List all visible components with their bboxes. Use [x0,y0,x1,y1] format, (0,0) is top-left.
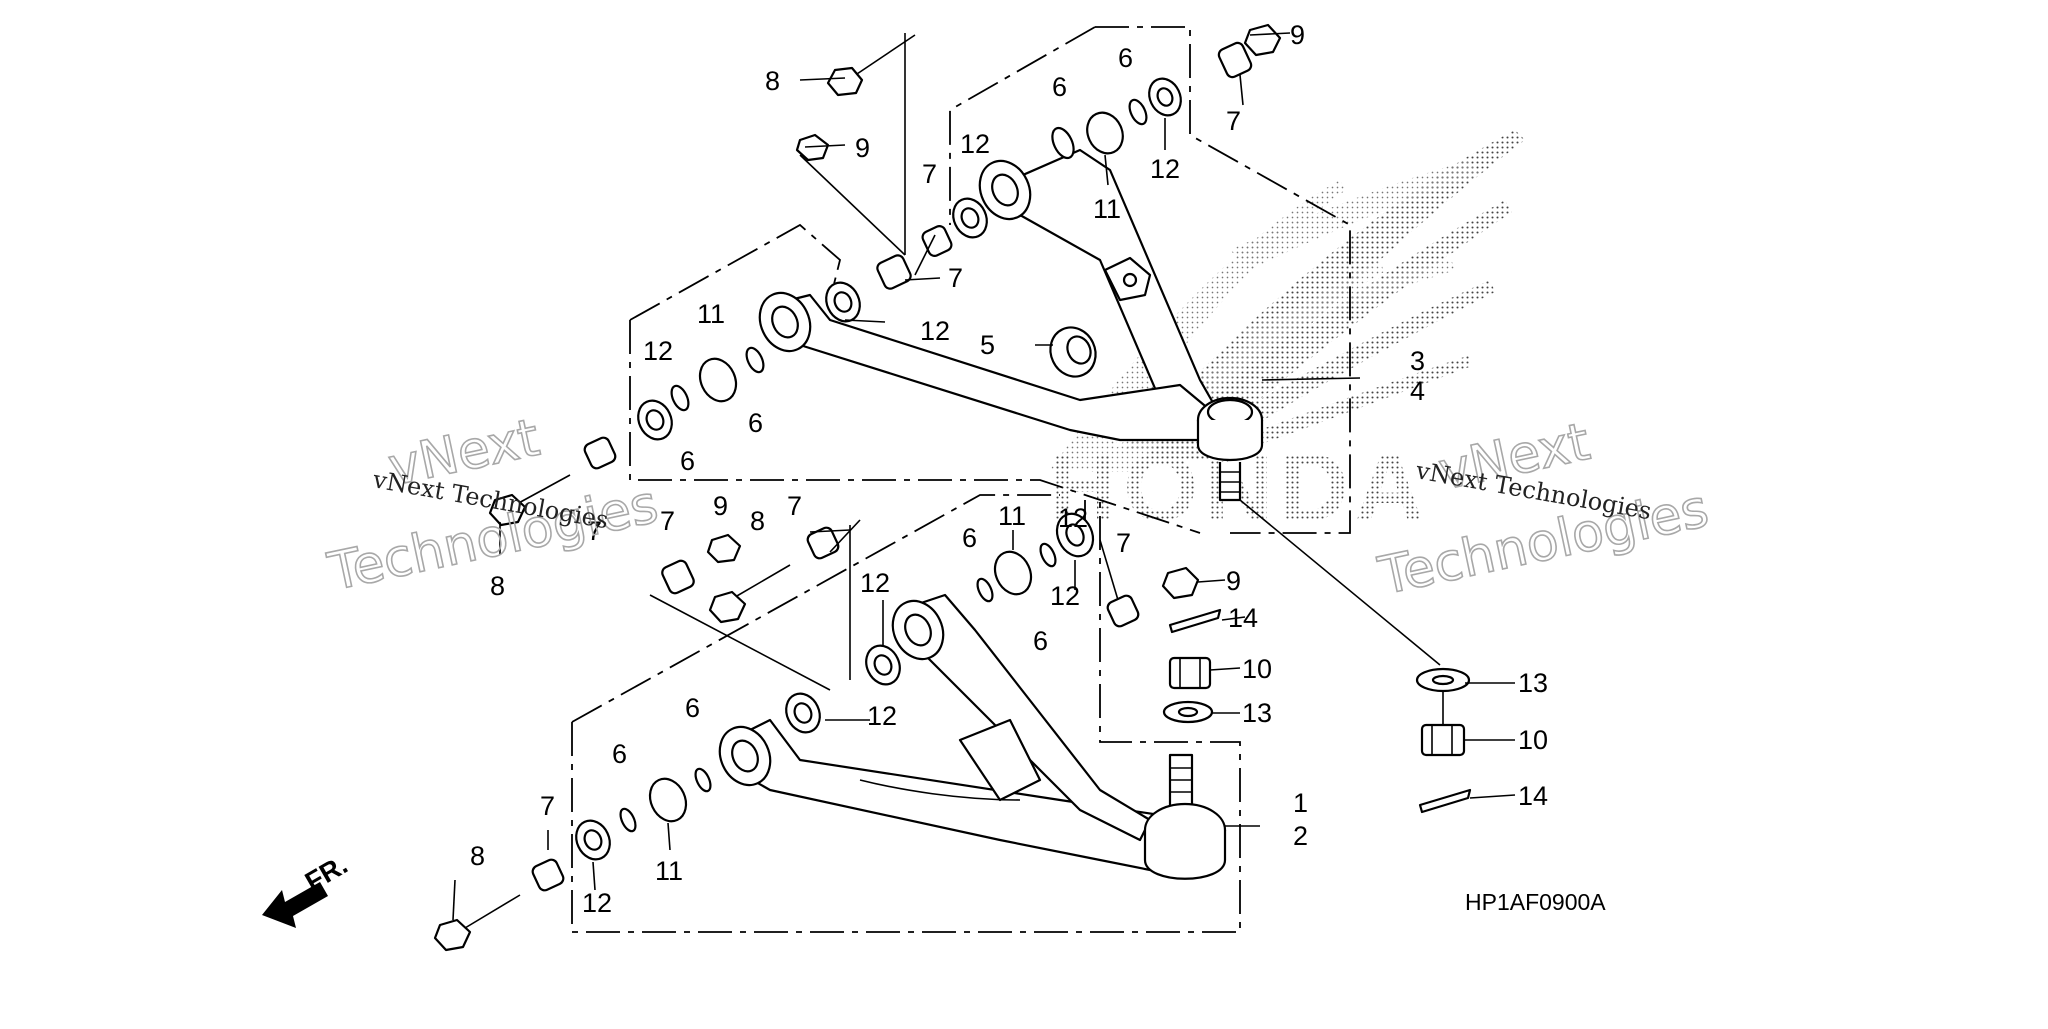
callout-6: 6 [612,739,627,769]
callout-3: 3 [1410,346,1425,376]
leader-lines [452,32,1516,921]
callout-12: 12 [1150,154,1180,184]
callout-9: 9 [713,491,728,521]
callout-12: 12 [1050,581,1080,611]
callout-10: 10 [1242,654,1272,684]
callout-7: 7 [587,516,602,546]
callout-8: 8 [765,66,780,96]
callout-6: 6 [1118,43,1133,73]
callout-6: 6 [962,523,977,553]
callout-9: 9 [1226,566,1241,596]
callout-6: 6 [1052,72,1067,102]
callout-11: 11 [697,299,725,329]
hardware-parts [433,23,1472,952]
callout-7: 7 [948,263,963,293]
part-code: HP1AF0900A [1465,889,1606,915]
callout-labels: 9 7 12 11 6 6 12 7 8 9 7 12 5 11 12 6 6 … [470,20,1548,918]
callout-7: 7 [787,491,802,521]
callout-8: 8 [470,841,485,871]
callout-14: 14 [1518,781,1548,811]
callout-7: 7 [540,791,555,821]
callout-5: 5 [980,330,995,360]
callout-12: 12 [920,316,950,346]
callout-9: 9 [1290,20,1305,50]
callout-6: 6 [748,408,763,438]
front-direction-arrow-icon: FR. [262,849,353,928]
callout-14: 14 [1228,603,1258,633]
upper-ball-joint [1196,396,1264,502]
callout-12: 12 [867,701,897,731]
callout-8: 8 [490,571,505,601]
callout-12: 12 [960,129,990,159]
callout-6: 6 [680,446,695,476]
callout-7: 7 [660,506,675,536]
callout-4: 4 [1410,376,1425,406]
callout-11: 11 [998,501,1026,531]
callout-7: 7 [922,159,937,189]
callout-11: 11 [655,856,683,886]
callout-6: 6 [1033,626,1048,656]
callout-7: 7 [1116,528,1131,558]
callout-9: 9 [855,133,870,163]
upper-arm-rear [978,148,1222,442]
callout-1: 1 [1293,788,1308,818]
callout-12: 12 [860,568,890,598]
callout-13: 13 [1242,698,1272,728]
callout-12: 12 [1058,503,1088,533]
callout-13: 13 [1518,668,1548,698]
callout-12: 12 [643,336,673,366]
lower-arm [718,593,1182,872]
callout-12: 12 [582,888,612,918]
callout-11: 11 [1093,194,1121,224]
callout-7: 7 [1226,106,1241,136]
callout-8: 8 [750,506,765,536]
callout-10: 10 [1518,725,1548,755]
callout-6: 6 [685,693,700,723]
lower-ball-joint [1143,753,1227,880]
callout-2: 2 [1293,821,1308,851]
